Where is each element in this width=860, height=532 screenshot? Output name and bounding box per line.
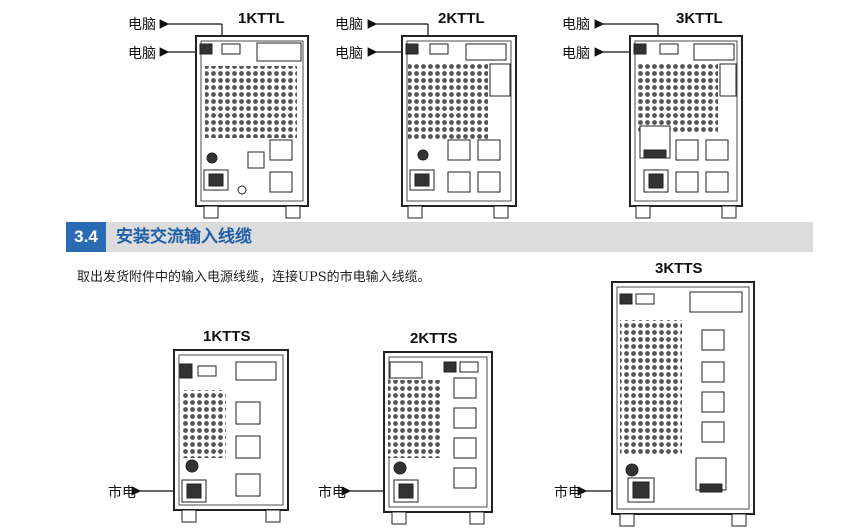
model-label-1ktts: 1KTTS <box>203 328 251 345</box>
section-header-bar: 3.4 安装交流输入线缆 <box>66 222 813 252</box>
ups-1kttl-rear <box>195 35 309 219</box>
callout-computer-2: 电脑 <box>128 46 156 62</box>
model-label-3kttl: 3KTTL <box>676 10 723 27</box>
ups-1ktts-rear <box>173 349 289 523</box>
callout-mains-1: 市电 <box>108 485 136 501</box>
ups-3kttl-rear <box>629 35 743 219</box>
section-number: 3.4 <box>66 222 106 252</box>
model-label-1kttl: 1KTTL <box>238 10 285 27</box>
callout-computer-4: 电脑 <box>335 46 363 62</box>
callout-computer-5: 电脑 <box>562 17 590 33</box>
ups-2ktts-rear <box>383 351 493 525</box>
callout-computer-1: 电脑 <box>128 17 156 33</box>
model-label-2ktts: 2KTTS <box>410 330 458 347</box>
callout-mains-2: 市电 <box>318 485 346 501</box>
ups-3ktts-rear <box>611 281 755 527</box>
section-description: 取出发货附件中的输入电源线缆，连接UPS的市电输入线缆。 <box>77 270 431 285</box>
ups-2kttl-rear <box>401 35 517 219</box>
model-label-3ktts: 3KTTS <box>655 260 703 277</box>
top-row-ups-illustrations <box>159 19 743 219</box>
section-title: 安装交流输入线缆 <box>116 227 252 247</box>
callout-computer-6: 电脑 <box>562 46 590 62</box>
model-label-2kttl: 2KTTL <box>438 10 485 27</box>
callout-computer-3: 电脑 <box>335 17 363 33</box>
callout-mains-3: 市电 <box>554 485 582 501</box>
